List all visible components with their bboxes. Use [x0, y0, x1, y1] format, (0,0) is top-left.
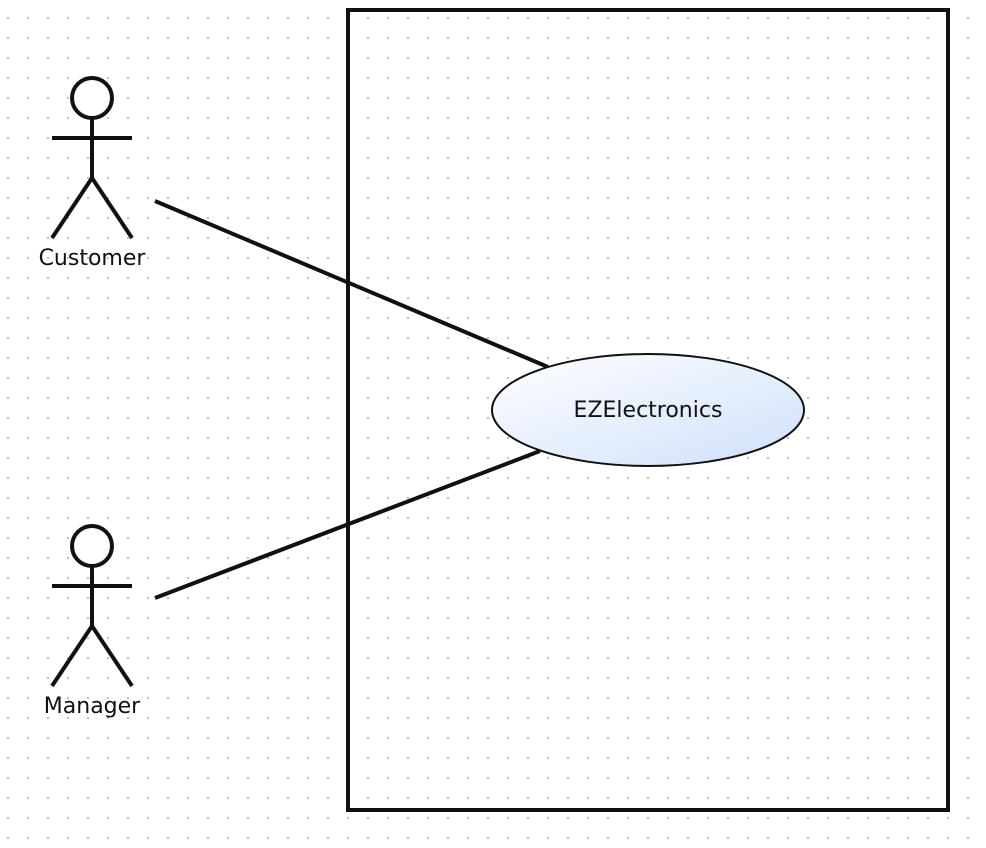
actor-label-customer: Customer: [39, 246, 147, 271]
stick-figure-icon: [50, 76, 134, 240]
association-customer-ezelectronics[interactable]: [154, 199, 549, 369]
use-case-ellipse: [491, 353, 805, 467]
system-boundary[interactable]: [346, 8, 950, 812]
association-manager-ezelectronics[interactable]: [154, 449, 541, 600]
stick-figure-icon: [50, 524, 134, 688]
actor-manager[interactable]: Manager: [44, 524, 141, 719]
use-case-ezelectronics[interactable]: EZElectronics: [491, 353, 805, 467]
use-case-label: EZElectronics: [574, 398, 723, 423]
actor-customer[interactable]: Customer: [39, 76, 147, 271]
actor-label-manager: Manager: [44, 694, 141, 719]
